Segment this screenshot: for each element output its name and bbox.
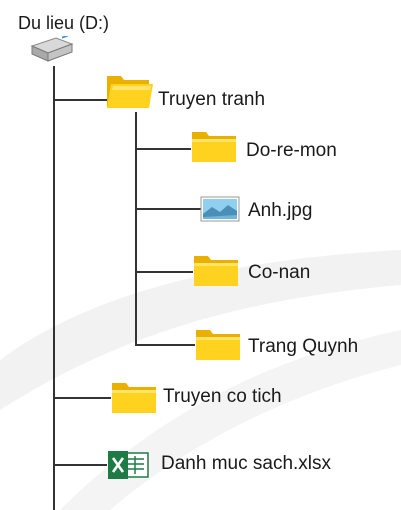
tree-child-label[interactable]: Do-re-mon <box>246 140 337 161</box>
branch-line <box>135 208 201 210</box>
tree-sibling-label[interactable]: Danh muc sach.xlsx <box>161 453 332 474</box>
branch-line <box>135 344 195 346</box>
excel-file-icon[interactable] <box>106 450 152 480</box>
folder-icon[interactable] <box>190 128 238 164</box>
hard-drive-icon[interactable] <box>28 36 74 64</box>
branch-line <box>53 397 111 399</box>
folder-open-icon[interactable] <box>105 68 155 112</box>
tree-child-label[interactable]: Trang Quynh <box>248 336 359 357</box>
tree-child-label[interactable]: Anh.jpg <box>248 200 313 221</box>
drive-label: Du lieu (D:) <box>18 13 110 33</box>
branch-line <box>53 99 107 101</box>
branch-line <box>135 148 191 150</box>
subtree-trunk-line <box>135 112 137 346</box>
tree-sibling-label[interactable]: Truyen co tich <box>163 386 282 407</box>
branch-line <box>135 271 193 273</box>
branch-line <box>53 464 107 466</box>
tree-trunk-line <box>53 66 55 510</box>
folder-icon[interactable] <box>192 252 240 288</box>
tree-child-label[interactable]: Co-nan <box>248 262 311 283</box>
image-file-icon[interactable] <box>200 196 240 222</box>
folder-label-main[interactable]: Truyen tranh <box>158 89 266 110</box>
folder-icon[interactable] <box>110 379 158 415</box>
folder-icon[interactable] <box>194 326 242 362</box>
